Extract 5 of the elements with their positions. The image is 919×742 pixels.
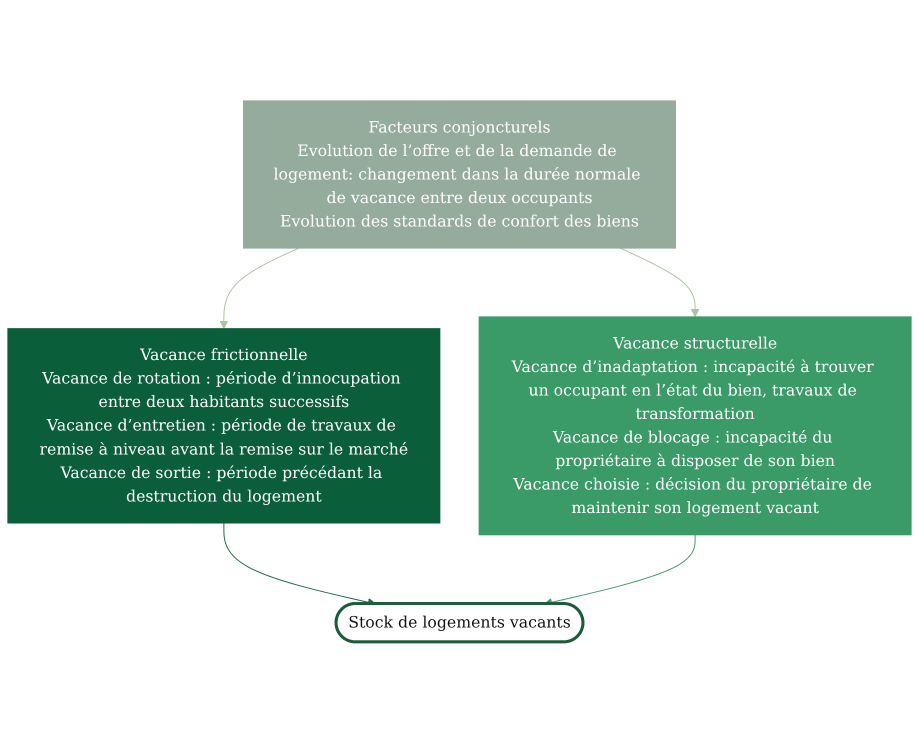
node-box: Vacance frictionnelle Vacance de rotation : période d’innocupation entre deux habitants successifs Vacance d’entretien : période de travaux de remise à niveau avant la remise sur le marché Vacance de sortie : période précédant la destruction du logement — [7, 328, 440, 524]
arrow — [620, 247, 700, 317]
node-box: Vacance structurelle Vacance d’inadaptation : incapacité à trouver un occupant en l’état du bien, travaux de transformation Vacance de blocage : incapacité du propriétaire à disposer de son bien Vacance choisie : décision du propriétaire de maintenir son logement vacant — [478, 316, 912, 535]
node-box: Facteurs conjoncturels Evolution de l’offre et de la demande de logement: changement dans la durée normale de vacance entre deux occupants Evolution des standards de confort des biens — [243, 100, 676, 248]
arrow — [220, 247, 300, 329]
